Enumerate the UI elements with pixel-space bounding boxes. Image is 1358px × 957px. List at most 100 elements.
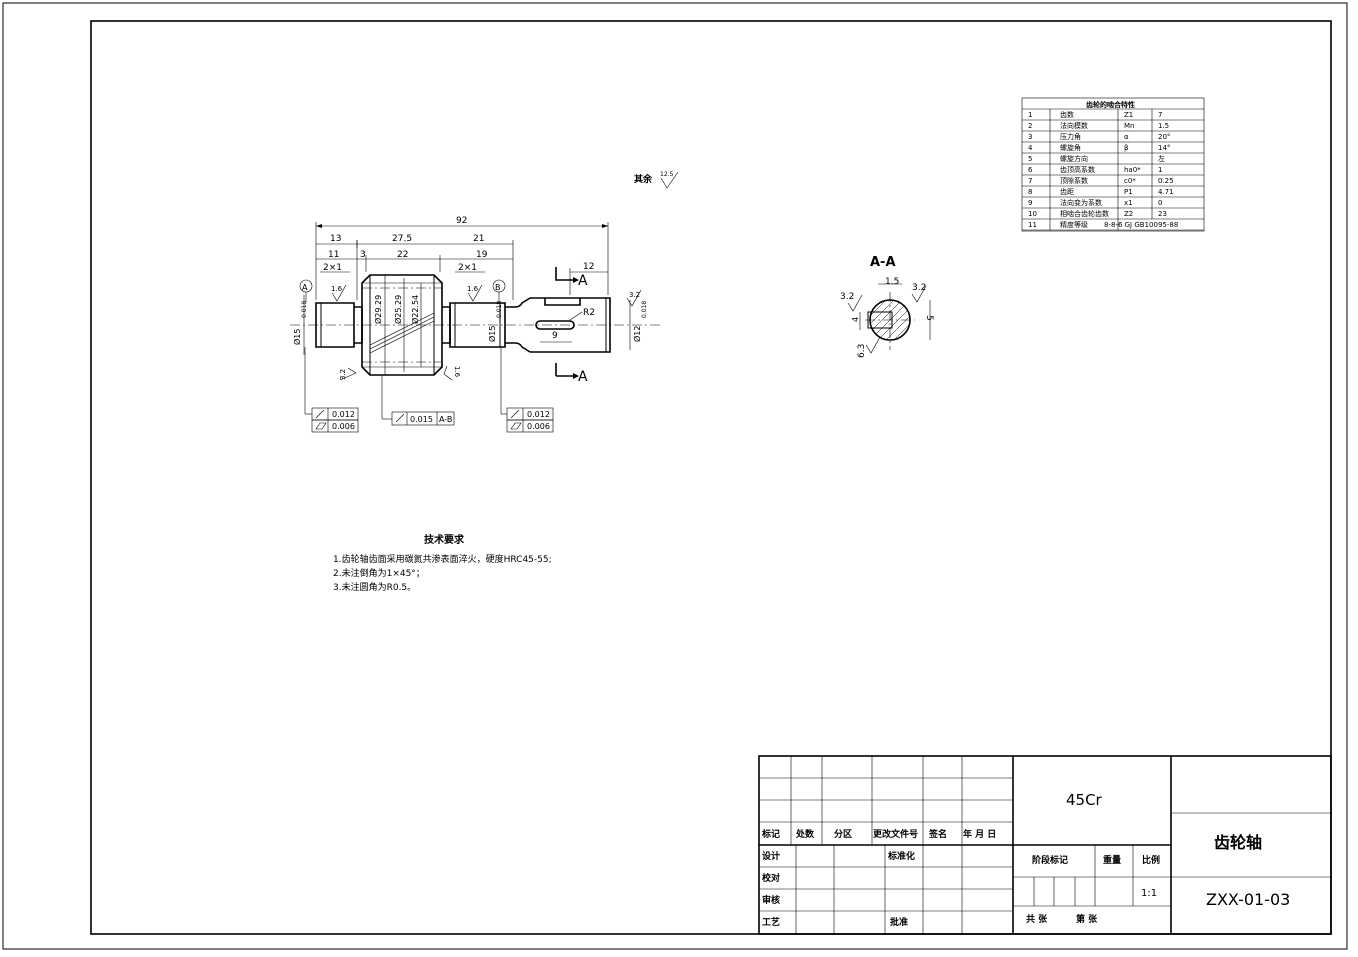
gear-table-cell: 0.25 — [1158, 177, 1174, 185]
datum-b: B — [495, 283, 501, 292]
gear-table-cell: Z1 — [1124, 111, 1133, 119]
tol-left-runout: 0.012 — [332, 410, 355, 419]
dia-gear-pitch: Ø25.29 — [393, 295, 403, 324]
gear-table-cell: 相啮合齿轮齿数 — [1060, 209, 1109, 218]
gear-table-cell: 7 — [1028, 177, 1032, 185]
role-review: 审核 — [762, 894, 780, 906]
tol-right-cyl: 0.006 — [527, 422, 550, 431]
gear-table-cell: 1 — [1028, 111, 1032, 119]
role-check: 校对 — [762, 872, 780, 884]
rev-header-sign: 签名 — [928, 828, 947, 840]
rev-header-mark: 标记 — [761, 828, 780, 840]
gear-table-title: 齿轮的啮合特性 — [1086, 100, 1135, 109]
dim-11: 11 — [328, 250, 339, 260]
gear-table-cell: 3 — [1028, 133, 1032, 141]
role-process: 工艺 — [762, 916, 780, 928]
standardization-label: 标准化 — [887, 850, 915, 862]
dim-12: 12 — [583, 262, 594, 272]
tech-req-item-2: 2.未注倒角为1×45°； — [333, 567, 425, 579]
section-roughness-1: 3.2 — [840, 292, 854, 302]
chamfer-left: 2×1 — [323, 263, 342, 273]
gear-table-cell: α — [1124, 133, 1129, 141]
gear-table-cell: 7 — [1158, 111, 1162, 119]
shaft-main-view: A A 92 13 27.5 21 11 3 22 19 2×1 2×1 12 … — [290, 171, 679, 433]
stage-mark-label: 阶段标记 — [1032, 854, 1068, 866]
gear-table-cell: 0 — [1158, 199, 1162, 207]
tech-req-title: 技术要求 — [424, 533, 465, 546]
roughness-rest-value: 12.5 — [660, 171, 674, 178]
roughness-3: 3.2 — [339, 369, 347, 380]
gear-table-cell: 1.5 — [1158, 122, 1169, 130]
gear-table-cell: 齿距 — [1060, 188, 1074, 196]
right-shaft — [530, 297, 611, 353]
tech-req-item-3: 3.未注圆角为R0.5。 — [333, 581, 416, 593]
dim-19: 19 — [476, 250, 488, 260]
gear-table-cell: 齿顶高系数 — [1060, 165, 1095, 174]
dia-mid-tol: 0.018 — [496, 301, 503, 318]
rev-header-zone: 分区 — [834, 828, 852, 840]
gear-table-cell: 齿数 — [1060, 110, 1074, 119]
section-mark-top: A — [578, 273, 588, 289]
tech-req-item-1: 1.齿轮轴齿面采用碳氮共渗表面淬火，硬度HRC45-55; — [333, 553, 552, 565]
rev-header-doc: 更改文件号 — [873, 828, 918, 840]
tol-mid-ref: A-B — [439, 415, 452, 424]
section-circle — [869, 299, 911, 341]
gear-table-cell: ha0* — [1124, 166, 1141, 174]
gear-table-cell: 左 — [1158, 154, 1165, 163]
dia-left-tol: 0.018 — [301, 301, 308, 318]
technical-requirements: 技术要求 1.齿轮轴齿面采用碳氮共渗表面淬火，硬度HRC45-55; 2.未注倒… — [333, 533, 552, 593]
dim-21: 21 — [473, 234, 484, 244]
dia-gear-tip: Ø29.29 — [373, 295, 383, 324]
section-title: A-A — [870, 255, 896, 270]
tol-right-runout: 0.012 — [527, 410, 550, 419]
tolerance-frame-right: 0.012 0.006 — [506, 407, 554, 433]
dia-right: Ø12 — [632, 326, 642, 342]
roughness-rest-label: 其余 — [634, 173, 653, 185]
gear-table-cell: 10 — [1028, 210, 1037, 218]
gear-table-cell: 14° — [1158, 144, 1170, 152]
gear-table-cell: Mn — [1124, 122, 1134, 130]
section-dim-1-5: 1.5 — [885, 277, 899, 287]
dia-gear-root: Ø22.54 — [410, 295, 420, 324]
gear-table-cell: 5 — [1028, 155, 1032, 163]
gear-table-cell: 压力角 — [1060, 132, 1081, 141]
gear-table-cell: β — [1124, 144, 1128, 152]
gear-table-cell: 精度等级 — [1060, 220, 1088, 229]
dim-27-5: 27.5 — [392, 234, 412, 244]
section-view-a-a: A-A 1.5 3.2 3.2 5 4 6.3 — [840, 255, 934, 358]
title-block: 标记 处数 分区 更改文件号 签名 年 月 日 设计 校对 审核 工艺 标准化 … — [758, 755, 1332, 935]
datum-a: A — [302, 283, 308, 292]
gear-table-cell: 20° — [1158, 133, 1170, 141]
tolerance-frame-left: 0.012 0.006 — [311, 407, 359, 433]
dia-right-tol: 0.018 — [641, 301, 648, 318]
dia-mid: Ø15 — [487, 326, 497, 342]
dim-9: 9 — [552, 331, 558, 341]
section-roughness-2: 3.2 — [912, 283, 926, 293]
tol-left-cyl: 0.006 — [332, 422, 355, 431]
scale-label: 比例 — [1142, 854, 1160, 866]
dim-22: 22 — [397, 250, 408, 260]
gear-table-cell: 2 — [1028, 122, 1032, 130]
gear-table-cell: 4.71 — [1158, 188, 1174, 196]
section-roughness-3: 6.3 — [857, 344, 867, 358]
drawing-frame — [90, 20, 1332, 935]
section-dim-5: 5 — [924, 315, 934, 321]
scale-value: 1:1 — [1141, 888, 1157, 899]
material-value: 45Cr — [1066, 791, 1103, 809]
gear-table-cell: 6 — [1028, 166, 1033, 174]
gear-table-cell: 8-8-6 GJ GB10095-88 — [1104, 221, 1178, 229]
approve-label: 批准 — [890, 916, 908, 928]
gear-table-cell: P1 — [1124, 188, 1133, 196]
gear-table-cell: 螺旋方向 — [1060, 154, 1088, 163]
gear-table-cell: 9 — [1028, 199, 1032, 207]
dim-3: 3 — [360, 250, 366, 260]
weight-label: 重量 — [1103, 854, 1121, 866]
gear-table-cell: 8 — [1028, 188, 1032, 196]
roughness-1: 1.6 — [331, 285, 343, 293]
tolerance-frame-mid: 0.015 A-B — [391, 411, 455, 426]
rev-header-date: 年 月 日 — [963, 828, 996, 840]
roughness-4: 3.2 — [629, 291, 640, 299]
